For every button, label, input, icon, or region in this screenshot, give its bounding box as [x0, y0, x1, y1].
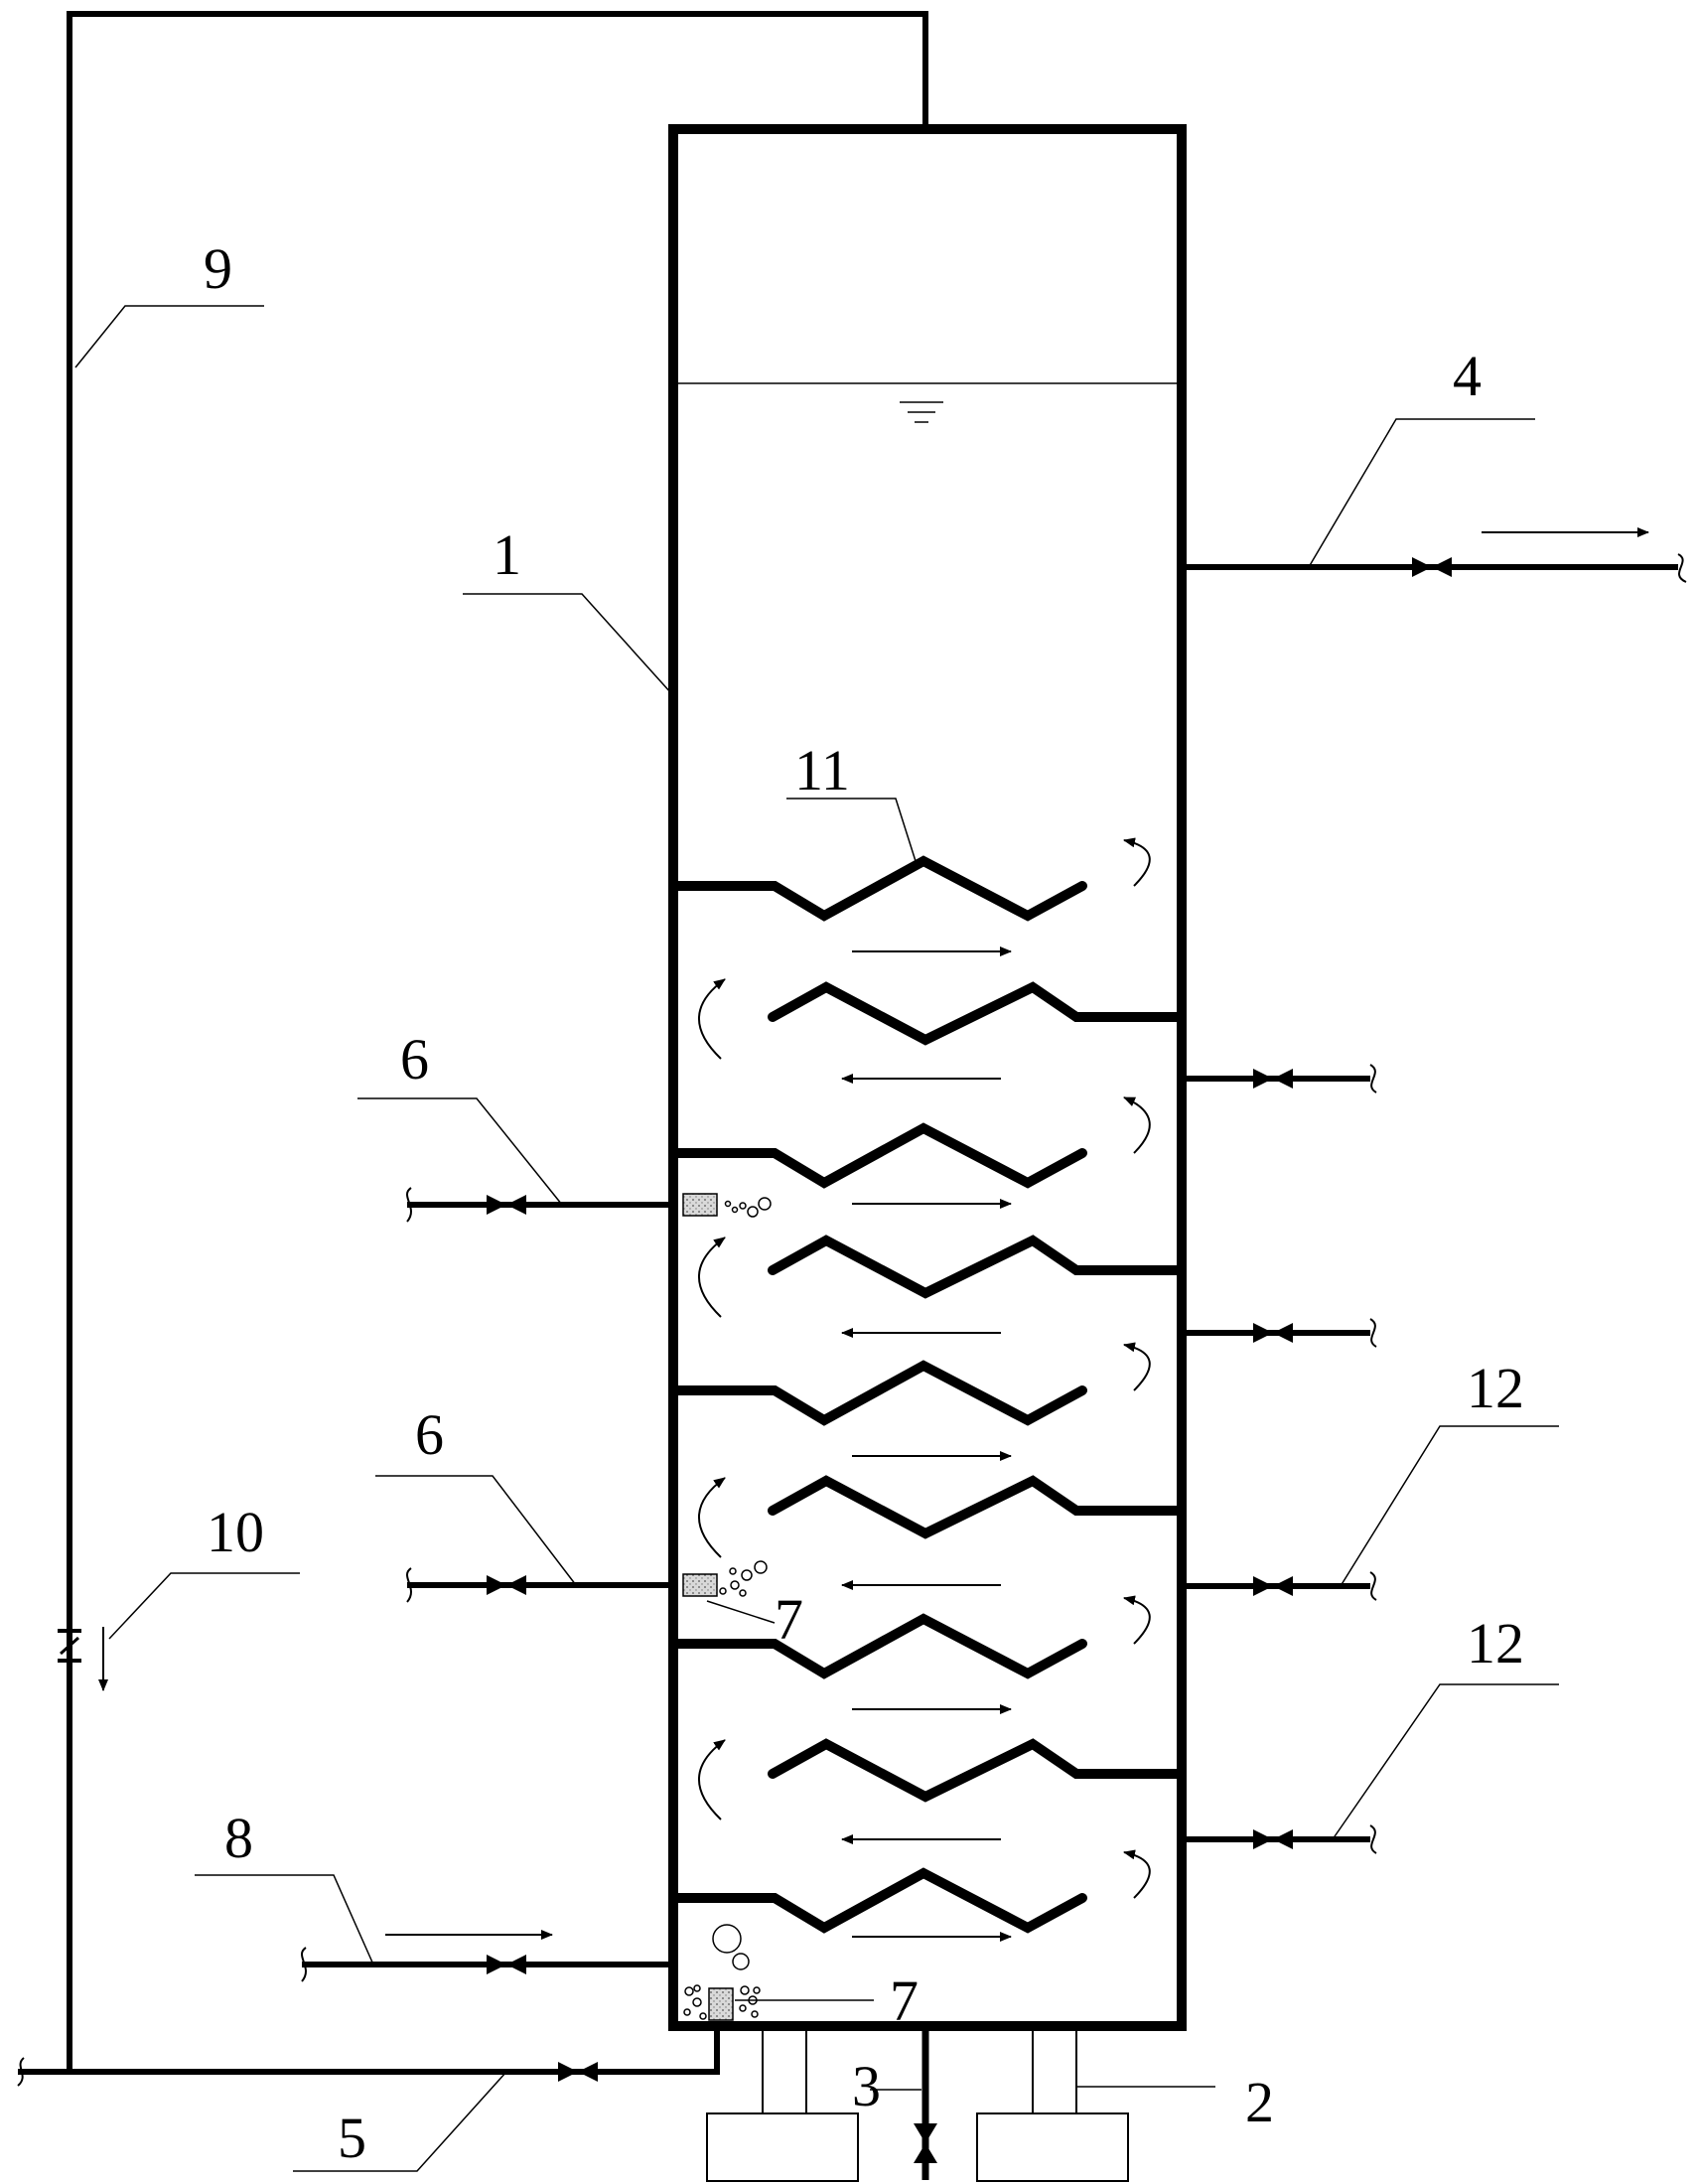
label-1: 1: [493, 522, 521, 587]
label-12b: 12: [1467, 1611, 1524, 1675]
baffle-left-4: [673, 1613, 1087, 1679]
baffle-left-3: [673, 1360, 1087, 1426]
diffuser-upper: [682, 1193, 772, 1218]
baffle-right-2: [768, 1235, 1182, 1299]
side-outlet-pipes: [1182, 1064, 1377, 1854]
zigzag-baffles: [673, 855, 1182, 1934]
label-6b: 6: [415, 1402, 444, 1467]
aeration-pipe-lower: [406, 1567, 673, 1603]
label-7a: 7: [775, 1587, 803, 1652]
leader-11: [786, 798, 917, 862]
baffle-left-5: [673, 1867, 1087, 1934]
leader-8: [195, 1874, 374, 1966]
label-8: 8: [224, 1806, 253, 1870]
leader-1: [463, 593, 672, 694]
turn-arrows-left: [698, 978, 726, 1820]
label-3: 3: [852, 2054, 881, 2118]
bottom-pipe-break: [17, 2057, 25, 2087]
influent-pipe: [301, 1930, 673, 1982]
drain-valve: [914, 2123, 937, 2163]
diffuser-bottom: [683, 1924, 761, 2021]
label-12a: 12: [1467, 1356, 1524, 1420]
leader-6b: [375, 1475, 577, 1586]
recirculation-pipe: [67, 11, 928, 2072]
label-7b: 7: [890, 1968, 919, 2033]
leader-6a: [357, 1097, 563, 1206]
effluent-pipe-break: [1677, 553, 1687, 583]
label-2: 2: [1245, 2070, 1274, 2134]
leader-5: [293, 2071, 507, 2172]
support-legs: [706, 2029, 1129, 2182]
leader-7a: [706, 1600, 776, 1624]
label-9: 9: [204, 236, 232, 301]
component-labels: 9 1 4 11 6 6 10 12 12 7 8 7 3 2 5: [204, 236, 1524, 2170]
leader-9: [74, 305, 264, 368]
check-valve: [58, 1627, 108, 1691]
effluent-valve: [1412, 557, 1452, 577]
leader-12a: [1340, 1425, 1559, 1587]
water-level: [678, 382, 1177, 423]
label-5: 5: [338, 2106, 366, 2170]
baffle-right-3: [768, 1475, 1182, 1539]
label-4: 4: [1453, 344, 1482, 408]
leader-lines: [74, 305, 1559, 2172]
bottom-pipe-valve: [558, 2062, 598, 2082]
baffle-left-2: [673, 1122, 1087, 1189]
diffuser-middle: [682, 1560, 768, 1597]
baffle-right-4: [768, 1738, 1182, 1803]
label-11: 11: [794, 738, 850, 802]
leader-4: [1308, 418, 1535, 568]
turn-arrows-right: [1123, 837, 1151, 1899]
aeration-pipe-upper: [406, 1187, 673, 1223]
bottom-pipe: [18, 2026, 720, 2075]
flow-arrows: [841, 946, 1012, 1942]
leader-10: [108, 1572, 300, 1640]
baffle-left-1: [673, 855, 1087, 922]
label-6a: 6: [400, 1027, 429, 1092]
baffle-right-1: [768, 981, 1182, 1046]
label-10: 10: [207, 1500, 264, 1564]
leader-12b: [1332, 1683, 1559, 1840]
